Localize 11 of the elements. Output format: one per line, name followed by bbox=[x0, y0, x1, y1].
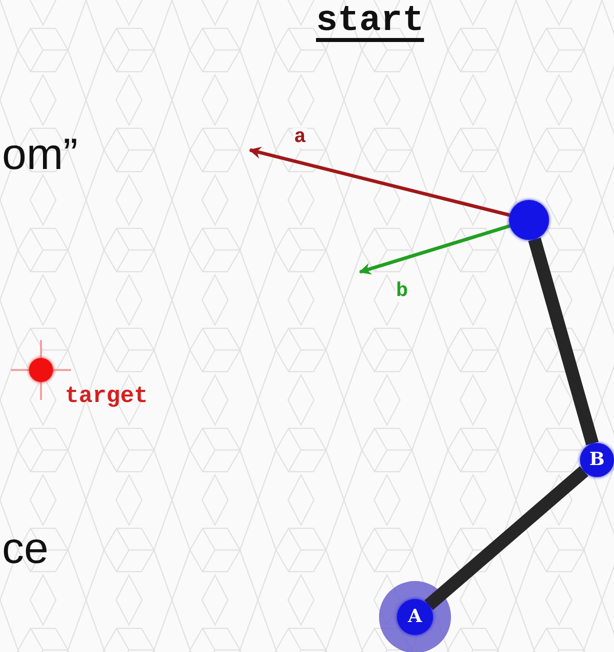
target-label: target bbox=[65, 383, 148, 409]
vector-arrow bbox=[248, 146, 510, 217]
joint-label: A bbox=[408, 608, 422, 626]
body-text: om” bbox=[2, 130, 78, 180]
vector-label: b bbox=[395, 282, 410, 302]
body-text: ce bbox=[2, 524, 48, 574]
arm-link bbox=[528, 237, 599, 446]
heading: start bbox=[316, 0, 424, 41]
vector-label: a bbox=[293, 128, 308, 148]
joint-label: B bbox=[589, 451, 605, 469]
vector-arrow bbox=[358, 224, 510, 275]
